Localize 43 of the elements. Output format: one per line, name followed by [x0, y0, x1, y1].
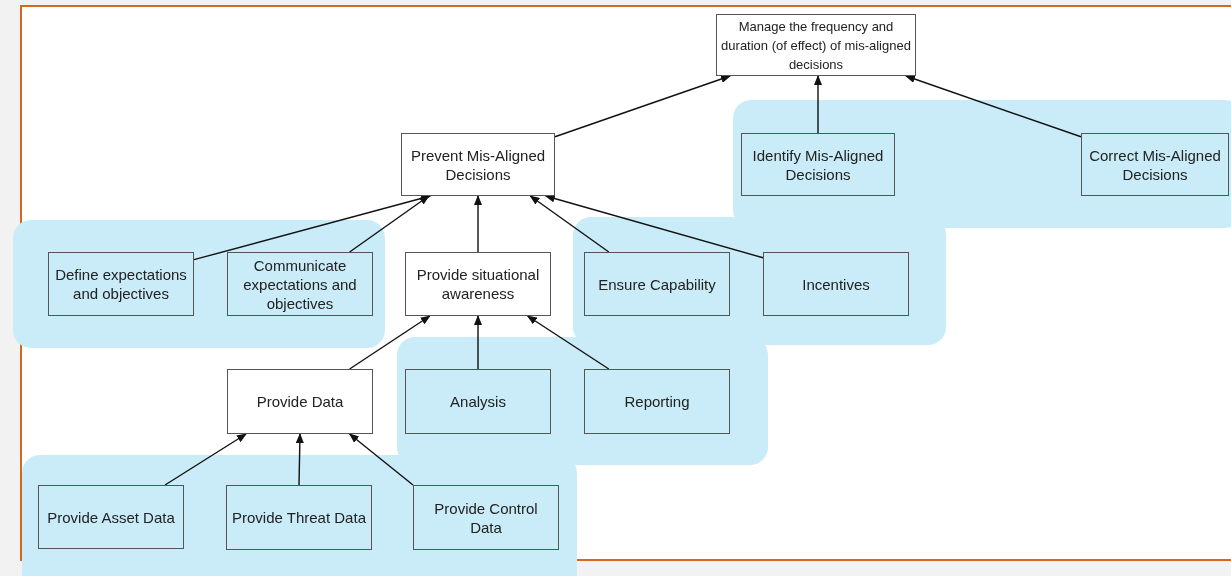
- arrow: [348, 315, 431, 370]
- node-label: Ensure Capability: [598, 274, 716, 294]
- process-box: [227, 369, 373, 434]
- node-label: Define expectations and objectives: [54, 265, 188, 303]
- node-label: Identify Mis-Aligned Decisions: [751, 145, 885, 184]
- process-box: [1081, 133, 1229, 196]
- arrow: [348, 433, 414, 486]
- arrow: [348, 195, 430, 253]
- arrow: [193, 194, 432, 261]
- arrow: [474, 195, 482, 253]
- process-box: [405, 252, 551, 316]
- process-box: [584, 369, 730, 434]
- arrow: [474, 315, 482, 370]
- node-label: Provide Asset Data: [47, 507, 175, 527]
- process-box: [226, 485, 372, 550]
- process-box: [48, 252, 194, 316]
- node-label: Manage the frequency and duration (of effect) of mis-aligned decisions: [721, 17, 911, 74]
- node-label: Provide Data: [256, 392, 344, 411]
- node-label: Communicate expectations and objectives: [242, 255, 358, 313]
- arrow: [529, 195, 610, 253]
- node-label: Provide Threat Data: [232, 508, 366, 527]
- arrow: [526, 315, 610, 370]
- node-label: Provide Control Data: [433, 498, 539, 537]
- node-label: Reporting: [624, 392, 690, 411]
- process-box: [401, 133, 555, 196]
- process-box: [38, 485, 184, 549]
- node-label: Provide situational awareness: [415, 265, 541, 303]
- arrow: [164, 433, 247, 486]
- node-label: Incentives: [802, 274, 870, 294]
- process-box: [413, 485, 559, 550]
- node-label: Prevent Mis-Aligned Decisions: [409, 145, 547, 184]
- process-box: [227, 252, 373, 316]
- node-label: Correct Mis-Aligned Decisions: [1088, 145, 1222, 184]
- arrow: [554, 75, 731, 138]
- arrow: [295, 433, 304, 486]
- process-box: [763, 252, 909, 316]
- arrow: [905, 75, 1082, 138]
- process-box: [405, 369, 551, 434]
- process-box: [584, 252, 730, 316]
- arrow: [814, 75, 822, 134]
- arrow: [544, 194, 764, 259]
- process-box: [741, 133, 895, 196]
- node-label: Analysis: [450, 392, 506, 411]
